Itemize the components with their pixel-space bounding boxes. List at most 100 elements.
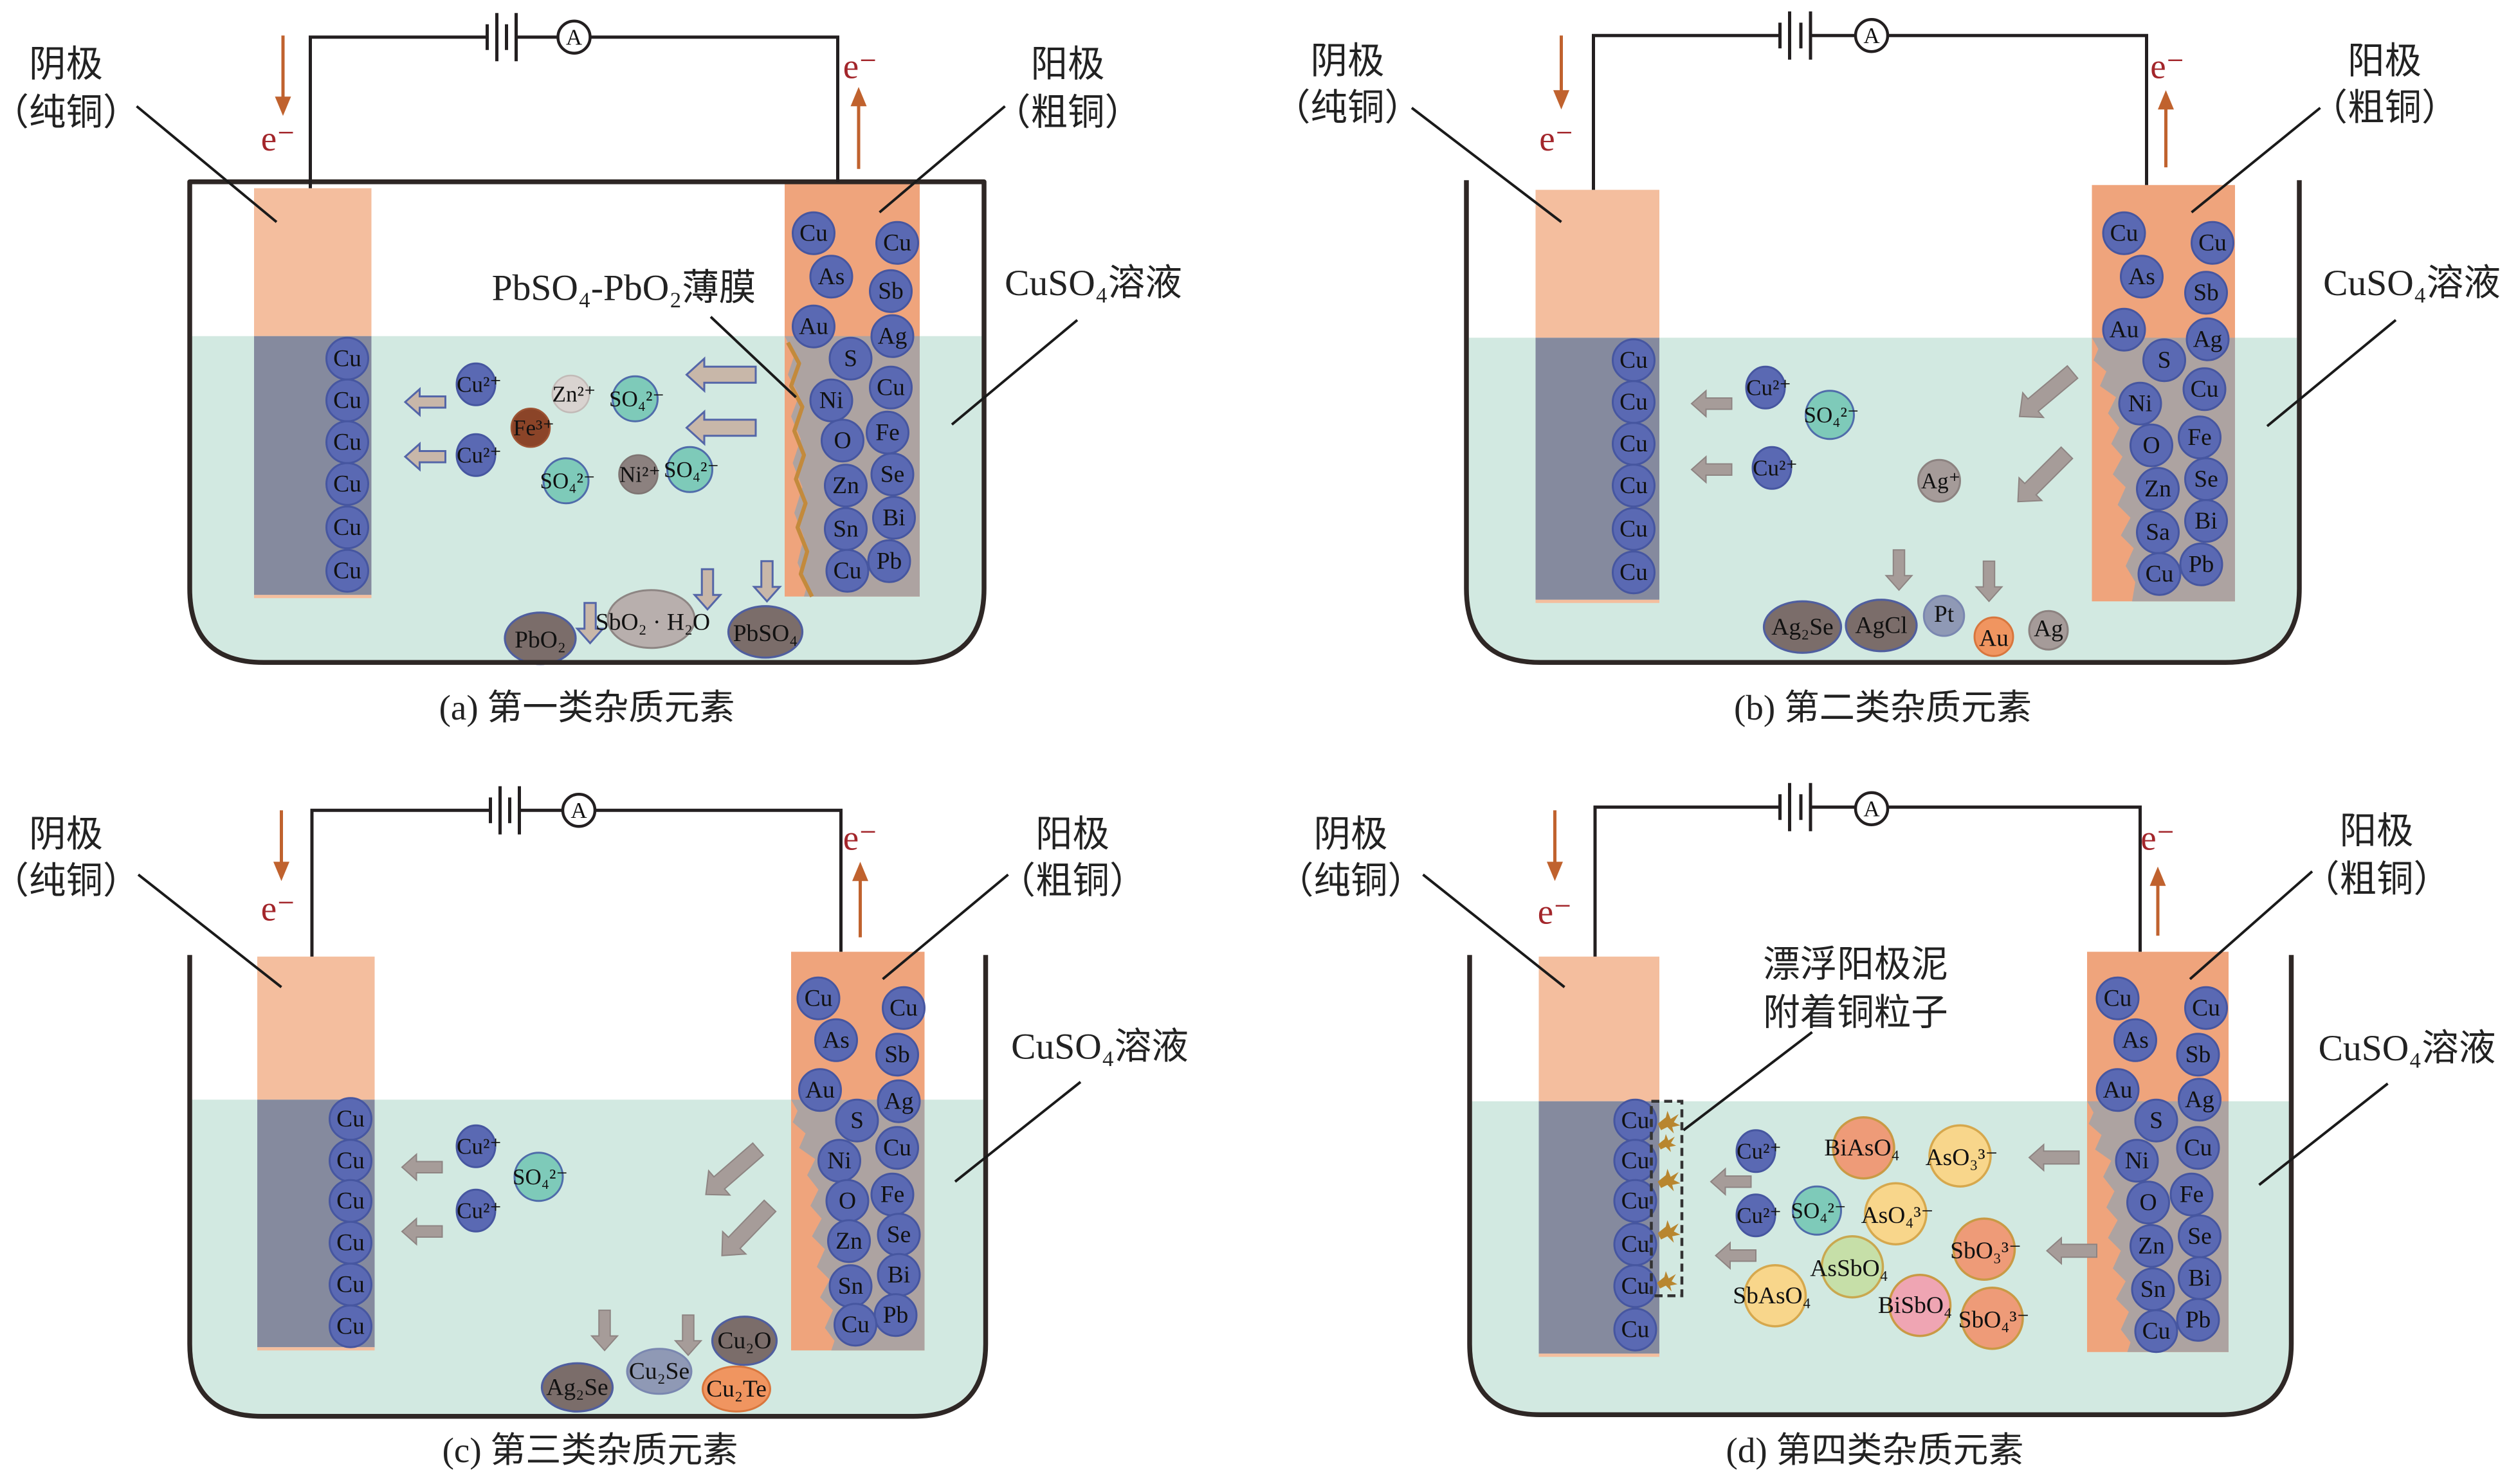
labels: 阴极 （纯铜） 阳极 （粗铜） CuSO₄溶液 (c) 第三类杂质元素 (0, 814, 1189, 1470)
slime-particle: Cu₂Se (626, 1348, 693, 1395)
anode-atom: S (2142, 338, 2186, 383)
atom-sphere (2176, 1126, 2220, 1170)
dissolved-ions: Cu²⁺ Cu²⁺ SO₄²⁻ (455, 1124, 568, 1233)
atom-sphere (792, 304, 835, 348)
atom-sphere (2102, 211, 2146, 255)
atom-label: Au (805, 1077, 835, 1103)
atom-label: Se (887, 1222, 911, 1248)
beaker (1467, 955, 2294, 1417)
atom-label: Bi (882, 505, 905, 531)
ion-sphere (1735, 1193, 1776, 1238)
electron-label-out: e⁻ (2150, 46, 2184, 86)
particle-label: Au (1979, 625, 2009, 651)
atom-sphere (2176, 1298, 2220, 1342)
atom-label: S (850, 1107, 864, 1134)
ion: AsO₄³⁻ (1861, 1182, 1933, 1245)
particle-shape (540, 1362, 614, 1413)
solution-label: CuSO₄溶液 (2319, 1028, 2496, 1069)
cathode-atom: Cu (325, 548, 369, 593)
anode-atom: Pb (2179, 542, 2223, 586)
atom-label: Cu (336, 1229, 365, 1256)
anode-sublabel: （粗铜） (999, 861, 1147, 901)
circuit: A e⁻ e⁻ (261, 786, 877, 957)
cathode-sublabel: （纯铜） (1273, 87, 1421, 128)
particle-label: Pt (1934, 601, 1955, 628)
atom-sphere (796, 976, 841, 1020)
atom-label: Cu (336, 1188, 365, 1214)
atom-label: Cu (805, 985, 833, 1011)
anode-atom: O (2130, 423, 2173, 467)
panel-caption: (c) 第三类杂质元素 (442, 1431, 738, 1470)
ion: Cu²⁺ (1745, 365, 1791, 410)
atom-label: O (2142, 432, 2160, 458)
atom-sphere (835, 1098, 879, 1143)
anode-atom: O (2126, 1181, 2170, 1225)
anode-atom: Fe (2178, 415, 2221, 460)
anode-atom: O (821, 419, 864, 463)
atom-sphere (867, 539, 911, 583)
atom-sphere (2179, 542, 2223, 586)
atom-label: Cu (883, 1135, 911, 1161)
atom-sphere (2134, 1309, 2178, 1353)
slime-particle: PbO₂ (504, 611, 577, 665)
atom-label: Cu (1621, 1231, 1650, 1258)
anode-atom: Cu (875, 1126, 919, 1170)
anode-atom: Pb (873, 1293, 918, 1337)
electron-label-in: e⁻ (1539, 119, 1573, 158)
anode: Cu Cu As Sb Au Ag S Cu Ni Fe O Se Zn Bi … (2087, 952, 2229, 1353)
electrolyte-solution (192, 336, 982, 660)
atom-sphere (329, 1304, 372, 1348)
anode-label: 阳极 (2340, 811, 2414, 851)
solution-leader-line (954, 1081, 1082, 1183)
anode-atom: Ni (2118, 381, 2162, 426)
atom-label: Cu (890, 995, 918, 1021)
atom-label: As (823, 1027, 850, 1053)
anode: Cu Cu As Sb Au Ag S Cu Ni Fe O Se Zn Bi … (785, 181, 920, 598)
ion: SO₄²⁻ (664, 446, 719, 493)
atom-label: Cu (336, 1313, 365, 1339)
anode-atom: Ag (2185, 317, 2230, 361)
cathode-atom: Cu (1612, 507, 1656, 551)
anode-atom: Au (798, 1068, 842, 1112)
compound-label: BiSbO₄ (1878, 1292, 1952, 1319)
atom-label: Sn (833, 516, 859, 542)
ion-sphere (455, 433, 497, 477)
atom-label: Sb (884, 1042, 910, 1068)
anode-sublabel: （粗铜） (994, 93, 1142, 133)
particle-shape (1922, 595, 1966, 637)
ammeter-circle (556, 19, 592, 55)
cathode: Cu Cu Cu Cu Cu Cu (1535, 190, 1659, 603)
arrow-up-icon (2149, 866, 2166, 886)
anode-atom: Bi (2184, 499, 2228, 543)
atom-sphere (827, 1219, 871, 1263)
anode-atom: As (814, 1018, 858, 1062)
ion-sphere (455, 1188, 497, 1233)
ion-sphere (1864, 1182, 1928, 1245)
circuit: A e⁻ e⁻ (1539, 11, 2185, 190)
anode-atom: Zn (2136, 467, 2180, 511)
ion: SO₄²⁻ (609, 375, 664, 422)
anode-atom: Bi (2178, 1256, 2221, 1300)
atom-sphere (814, 1018, 858, 1062)
solution-leader-line (951, 319, 1079, 426)
slime-particle: Cu₂Te (702, 1365, 771, 1413)
beaker (187, 955, 989, 1419)
panel-d: Cu Cu Cu Cu Cu Cu Cu Cu As Sb Au Ag S Cu… (1277, 783, 2495, 1470)
ion-sphere (551, 374, 590, 413)
arrow-up-icon (852, 862, 868, 882)
electron-label-in: e⁻ (261, 119, 295, 158)
ion: SbO₃³⁻ (1950, 1217, 2021, 1281)
atom-label: Zn (2138, 1233, 2165, 1259)
wire (1593, 805, 2142, 957)
ion-sphere (510, 408, 551, 448)
ammeter-icon: A (561, 793, 597, 828)
anode-leader-line (2189, 870, 2313, 981)
anode-atom: Pb (867, 539, 911, 583)
cathode-atom: Cu (1612, 550, 1656, 595)
atom-label: Cu (2184, 1135, 2212, 1161)
anode-atom: Cu (825, 548, 870, 593)
atom-sphere (2130, 1224, 2173, 1268)
atom-label: Fe (880, 1181, 905, 1208)
anode-atom: Fe (2169, 1172, 2214, 1217)
anode-atom: Sn (2131, 1267, 2175, 1312)
